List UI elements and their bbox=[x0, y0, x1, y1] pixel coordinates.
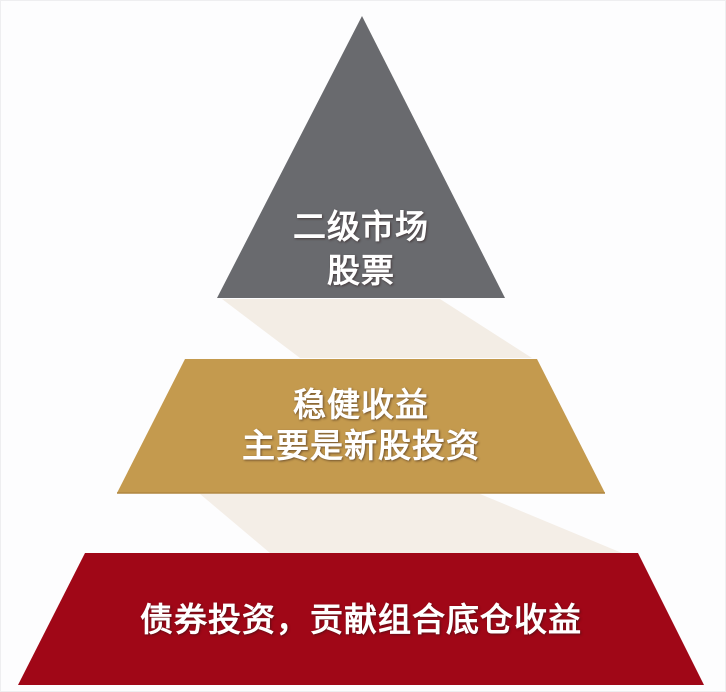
middle-tier-label-line-2: 主要是新股投资 bbox=[242, 426, 480, 465]
middle-tier-label: 稳健收益 主要是新股投资 bbox=[117, 384, 605, 466]
top-tier-triangle bbox=[217, 16, 505, 298]
top-tier-label-line-2: 股票 bbox=[327, 251, 395, 290]
bottom-tier-label-line-1: 债券投资，贡献组合底仓收益 bbox=[140, 600, 582, 639]
top-tier-label-line-1: 二级市场 bbox=[293, 207, 429, 246]
middle-tier-label-line-1: 稳健收益 bbox=[293, 385, 429, 424]
top-tier-shadow bbox=[222, 299, 532, 358]
middle-tier-trapezoid bbox=[117, 359, 605, 493]
top-tier-label: 二级市场 股票 bbox=[217, 205, 505, 293]
bottom-tier-trapezoid bbox=[18, 553, 704, 685]
bottom-tier-label: 债券投资，贡献组合底仓收益 bbox=[18, 598, 704, 642]
middle-tier-shadow bbox=[200, 494, 622, 553]
